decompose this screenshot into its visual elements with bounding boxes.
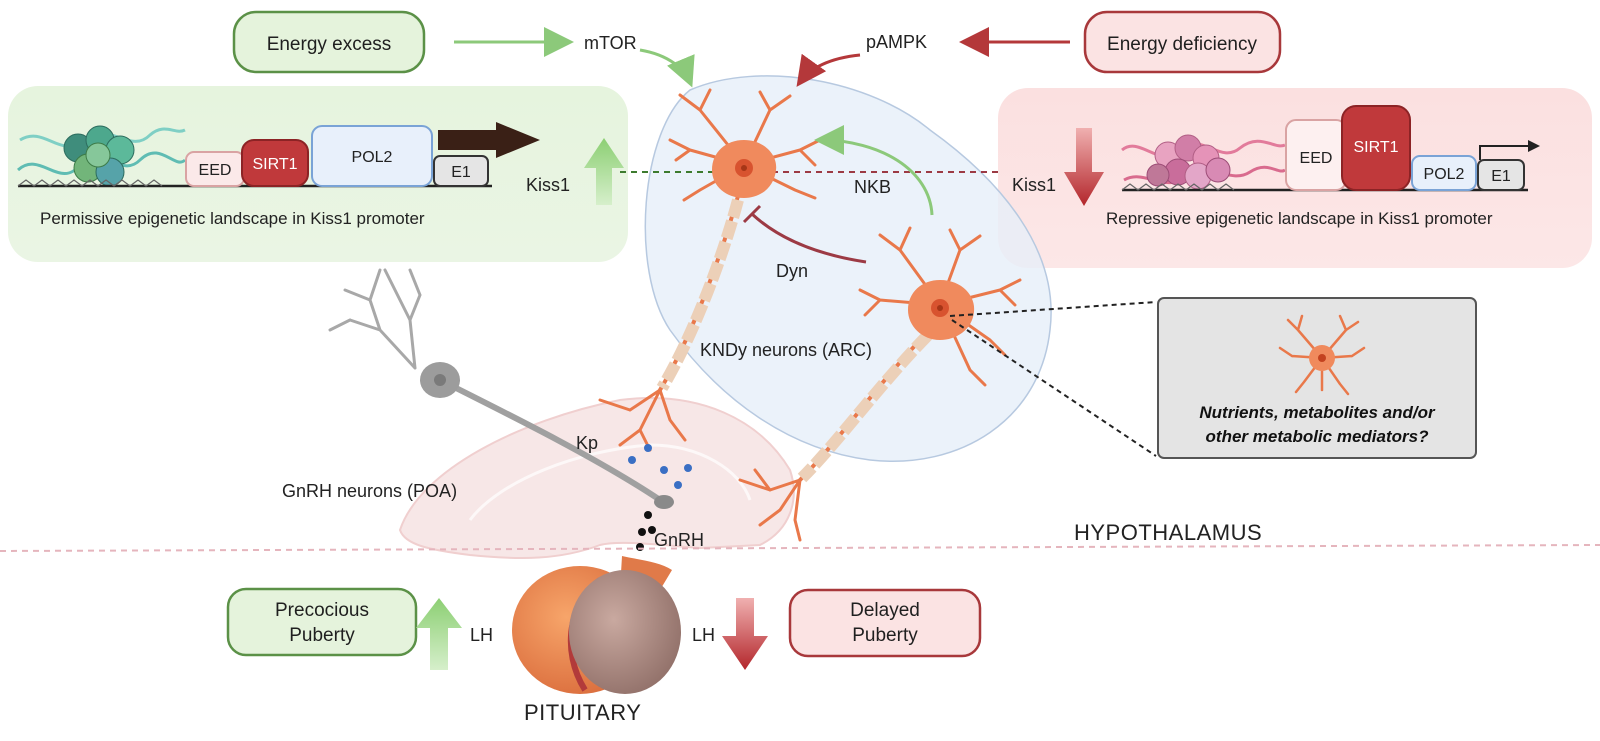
gnrh-terminal: [654, 495, 674, 509]
lh-left-label: LH: [470, 625, 493, 645]
nkb-arrow: [814, 125, 934, 216]
kp-label: Kp: [576, 433, 598, 453]
energy-excess-label: Energy excess: [267, 34, 392, 55]
pituitary-label: PITUITARY: [524, 700, 641, 725]
nutrient-neuron-nucleus: [1318, 354, 1326, 362]
nutrient-link-bottom: [951, 319, 1157, 457]
lh-up-arrow: [416, 598, 462, 670]
nutrient-line1: Nutrients, metabolites and/or: [1199, 403, 1436, 422]
gnrh-neurons-label: GnRH neurons (POA): [282, 481, 457, 501]
dyn-inhibit-line: [750, 212, 867, 264]
dyn-inhibit-bar: [742, 204, 762, 224]
e1-left: E1: [433, 155, 489, 187]
pol2-left: POL2: [311, 125, 433, 187]
delayed-line1: Delayed: [850, 600, 920, 621]
dyn-label: Dyn: [776, 261, 808, 281]
kp-dots: [628, 444, 692, 489]
repressive-caption: Repressive epigenetic landscape in Kiss1…: [1106, 209, 1493, 228]
nutrient-line2: other metabolic mediators?: [1206, 427, 1430, 446]
e1-left-label: E1: [451, 164, 471, 181]
energy-excess-box: Energy excess: [232, 10, 426, 74]
gnrh-neuron: [328, 268, 663, 503]
eed-left-label: EED: [199, 162, 232, 179]
permissive-chromatin: [16, 125, 492, 188]
eed-right: EED: [1285, 119, 1347, 191]
kiss1-right-down-arrow: [1064, 128, 1104, 206]
eed-left: EED: [185, 151, 245, 187]
kiss1-right-label: Kiss1: [1012, 175, 1056, 195]
pol2-left-label: POL2: [352, 149, 393, 166]
pampk-to-kndy-arrow: [796, 53, 861, 87]
energy-deficiency-label: Energy deficiency: [1107, 34, 1257, 55]
hypothalamus-label: HYPOTHALAMUS: [1074, 520, 1262, 545]
nutrient-box: Nutrients, metabolites and/or other meta…: [1157, 297, 1477, 459]
kndy-top-axon-myelin: [656, 198, 744, 392]
sirt1-right-label: SIRT1: [1353, 139, 1398, 156]
gnrh-nucleus: [434, 374, 446, 386]
mtor-to-kndy-arrow: [639, 48, 695, 88]
precocious-puberty-box: Precocious Puberty: [226, 587, 418, 657]
hypothalamus-boundary: [0, 544, 1600, 552]
energy-deficiency-box: Energy deficiency: [1083, 10, 1282, 74]
delayed-line2: Puberty: [852, 625, 918, 646]
kndy-label: KNDy neurons (ARC): [700, 340, 872, 360]
precocious-line2: Puberty: [289, 625, 355, 646]
eed-right-label: EED: [1300, 150, 1333, 167]
gnrh-label: GnRH: [654, 530, 704, 550]
sirt1-left: SIRT1: [241, 139, 309, 187]
e1-right-label: E1: [1491, 168, 1511, 185]
transcription-arrow-weak: [1479, 140, 1540, 160]
transcription-arrow-strong: [438, 122, 540, 158]
e1-right: E1: [1477, 159, 1525, 191]
pol2-right-label: POL2: [1424, 166, 1465, 183]
mtor-label: mTOR: [584, 33, 637, 53]
nutrient-link-top: [949, 301, 1157, 317]
lh-down-arrow: [722, 598, 768, 670]
kiss1-left-up-arrow: [584, 138, 624, 205]
poa-tissue: [398, 397, 795, 559]
kndy-region: [644, 75, 1052, 462]
kndy-right-axon-myelin: [797, 330, 933, 483]
permissive-caption: Permissive epigenetic landscape in Kiss1…: [40, 209, 425, 228]
kiss1-left-label: Kiss1: [526, 175, 570, 195]
kndy-top-nucleolus: [741, 165, 747, 171]
lh-right-label: LH: [692, 625, 715, 645]
sirt1-right: SIRT1: [1341, 105, 1411, 191]
sirt1-left-label: SIRT1: [252, 156, 297, 173]
delayed-puberty-box: Delayed Puberty: [788, 588, 982, 658]
pituitary: [512, 556, 681, 694]
tissue-highlight: [468, 443, 752, 521]
pol2-right: POL2: [1411, 155, 1477, 191]
nkb-label: NKB: [854, 177, 891, 197]
repressive-chromatin: [1121, 134, 1528, 192]
precocious-line1: Precocious: [275, 600, 369, 621]
pampk-label: pAMPK: [866, 32, 927, 52]
kndy-right-nucleolus: [937, 305, 943, 311]
